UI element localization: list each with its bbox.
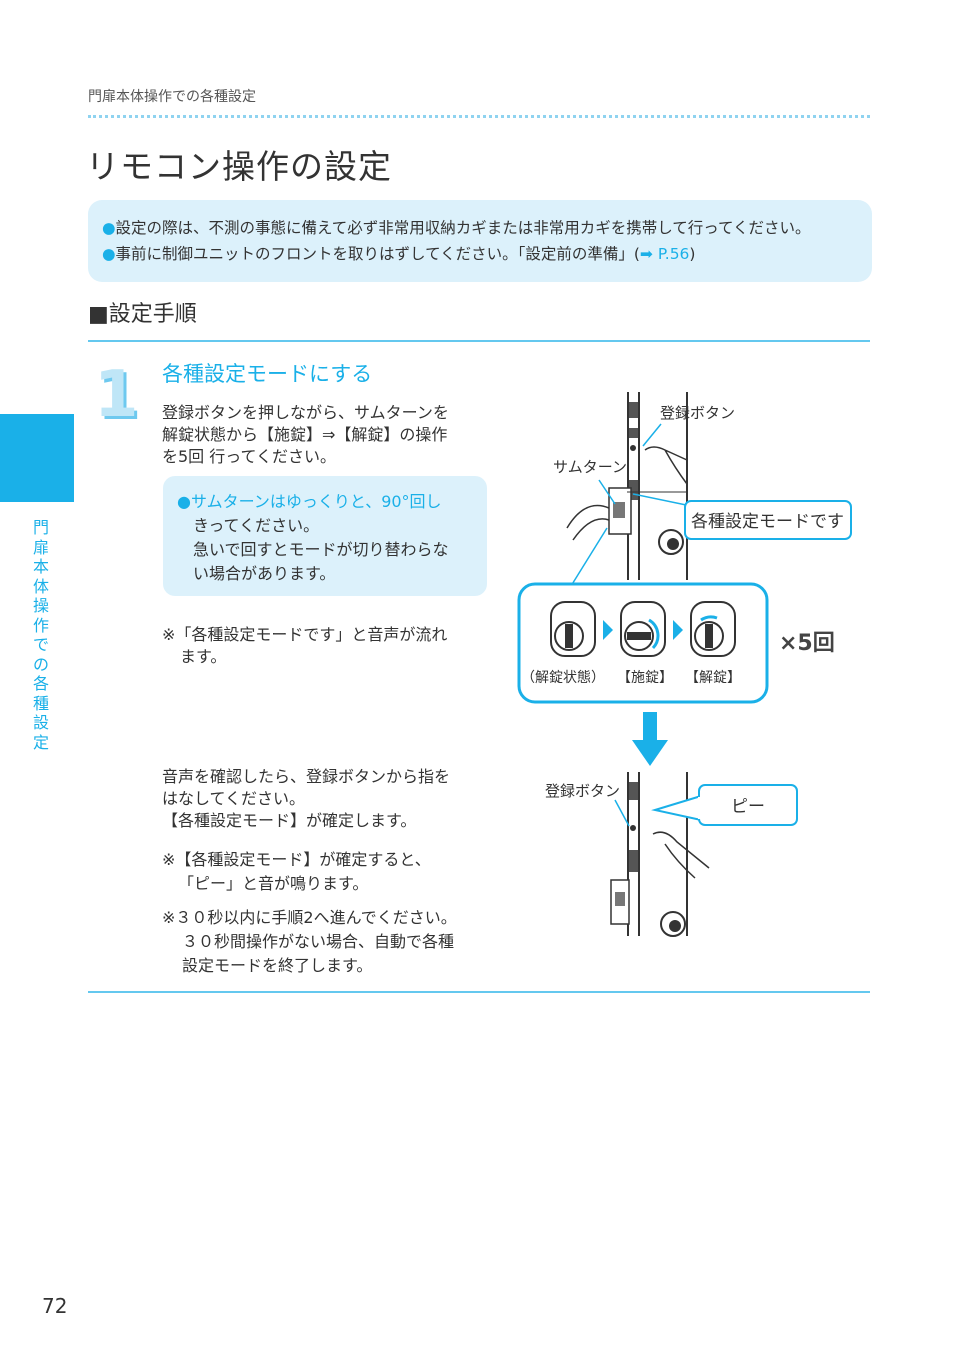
bullet-icon: ● — [102, 245, 116, 263]
voice-bubble: 各種設定モードです — [684, 500, 852, 540]
arrow-right-icon — [603, 620, 613, 640]
section-heading: ■設定手順 — [88, 302, 197, 327]
leader-line — [614, 799, 630, 827]
beep-bubble: ピー — [651, 784, 798, 826]
label-unlock: 【解錠】 — [685, 670, 741, 686]
step-title: 各種設定モードにする — [162, 362, 373, 386]
thumbturn-sequence-panel: （解錠状態） 【施錠】 【解錠】 — [517, 582, 769, 704]
section-end-divider — [88, 991, 870, 993]
label-thumbturn: サムターン — [553, 458, 627, 476]
arrow-right-icon: ➡ — [639, 245, 653, 263]
page-title: リモコン操作の設定 — [86, 147, 392, 186]
chapter-label: 門扉本体操作での各種設定 — [32, 518, 49, 752]
arrow-down-icon — [632, 712, 668, 766]
step-number: 1 — [94, 358, 139, 432]
leader-line — [642, 423, 662, 447]
header-divider — [88, 115, 870, 118]
thumbturn-unlocked-icon — [550, 601, 596, 657]
section-divider — [88, 340, 870, 342]
label-lock: 【施錠】 — [617, 670, 673, 686]
note-voice: ※「各種設定モードです」と音声が流れ ます。 — [162, 625, 448, 666]
confirm-instruction: 音声を確認したら、登録ボタンから指を はなしてください。 【各種設定モード】が確… — [162, 767, 451, 830]
arrow-right-icon — [673, 620, 683, 640]
leader-line — [598, 479, 616, 505]
svg-text:各種設定モードです: 各種設定モードです — [691, 512, 844, 532]
notice-line-2: ●事前に制御ユニットのフロントを取りはずしてください。「設定前の準備」(➡ P.… — [102, 245, 696, 263]
repeat-count: ×5回 — [779, 631, 835, 656]
door-lock-top-illustration — [566, 392, 688, 580]
thumbturn-lock-icon — [620, 601, 666, 657]
label-unlocked-state: （解錠状態） — [521, 670, 605, 686]
page-reference-link[interactable]: P.56 — [652, 245, 690, 263]
tip-box: ●サムターンはゆっくりと、90°回し きってください。 急いで回すとモードが切り… — [163, 476, 487, 596]
tip-line: ●サムターンはゆっくりと、90°回し — [177, 492, 442, 511]
step-instruction: 登録ボタンを押しながら、サムターンを 解錠状態から【施錠】⇒【解錠】の操作 を5… — [162, 403, 449, 466]
thumbturn-unlock-icon — [690, 601, 736, 657]
leader-line — [570, 527, 608, 587]
bullet-icon: ● — [102, 219, 116, 237]
notice-line-1: ●設定の際は、不測の事態に備えて必ず非常用収納カギまたは非常用カギを携帯して行っ… — [102, 219, 811, 237]
door-lock-bottom-illustration — [610, 772, 710, 937]
chapter-tab — [0, 414, 74, 502]
breadcrumb: 門扉本体操作での各種設定 — [88, 89, 256, 105]
notice-box: ●設定の際は、不測の事態に備えて必ず非常用収納カギまたは非常用カギを携帯して行っ… — [88, 200, 872, 282]
lock-operation-illustration: 登録ボタン サムターン 各種設定モードです （解錠状態） — [517, 392, 852, 937]
label-register-button-2: 登録ボタン — [545, 782, 620, 800]
note-timeout: ※３０秒以内に手順2へ進んでください。 ３０秒間操作がない場合、自動で各種 設定… — [162, 908, 457, 975]
svg-text:ピー: ピー — [731, 797, 765, 817]
page-number: 72 — [42, 1294, 68, 1318]
leader-line — [632, 493, 692, 507]
note-beep: ※【各種設定モード】が確定すると、 「ピー」と音が鳴ります。 — [162, 850, 431, 893]
label-register-button: 登録ボタン — [660, 404, 735, 422]
